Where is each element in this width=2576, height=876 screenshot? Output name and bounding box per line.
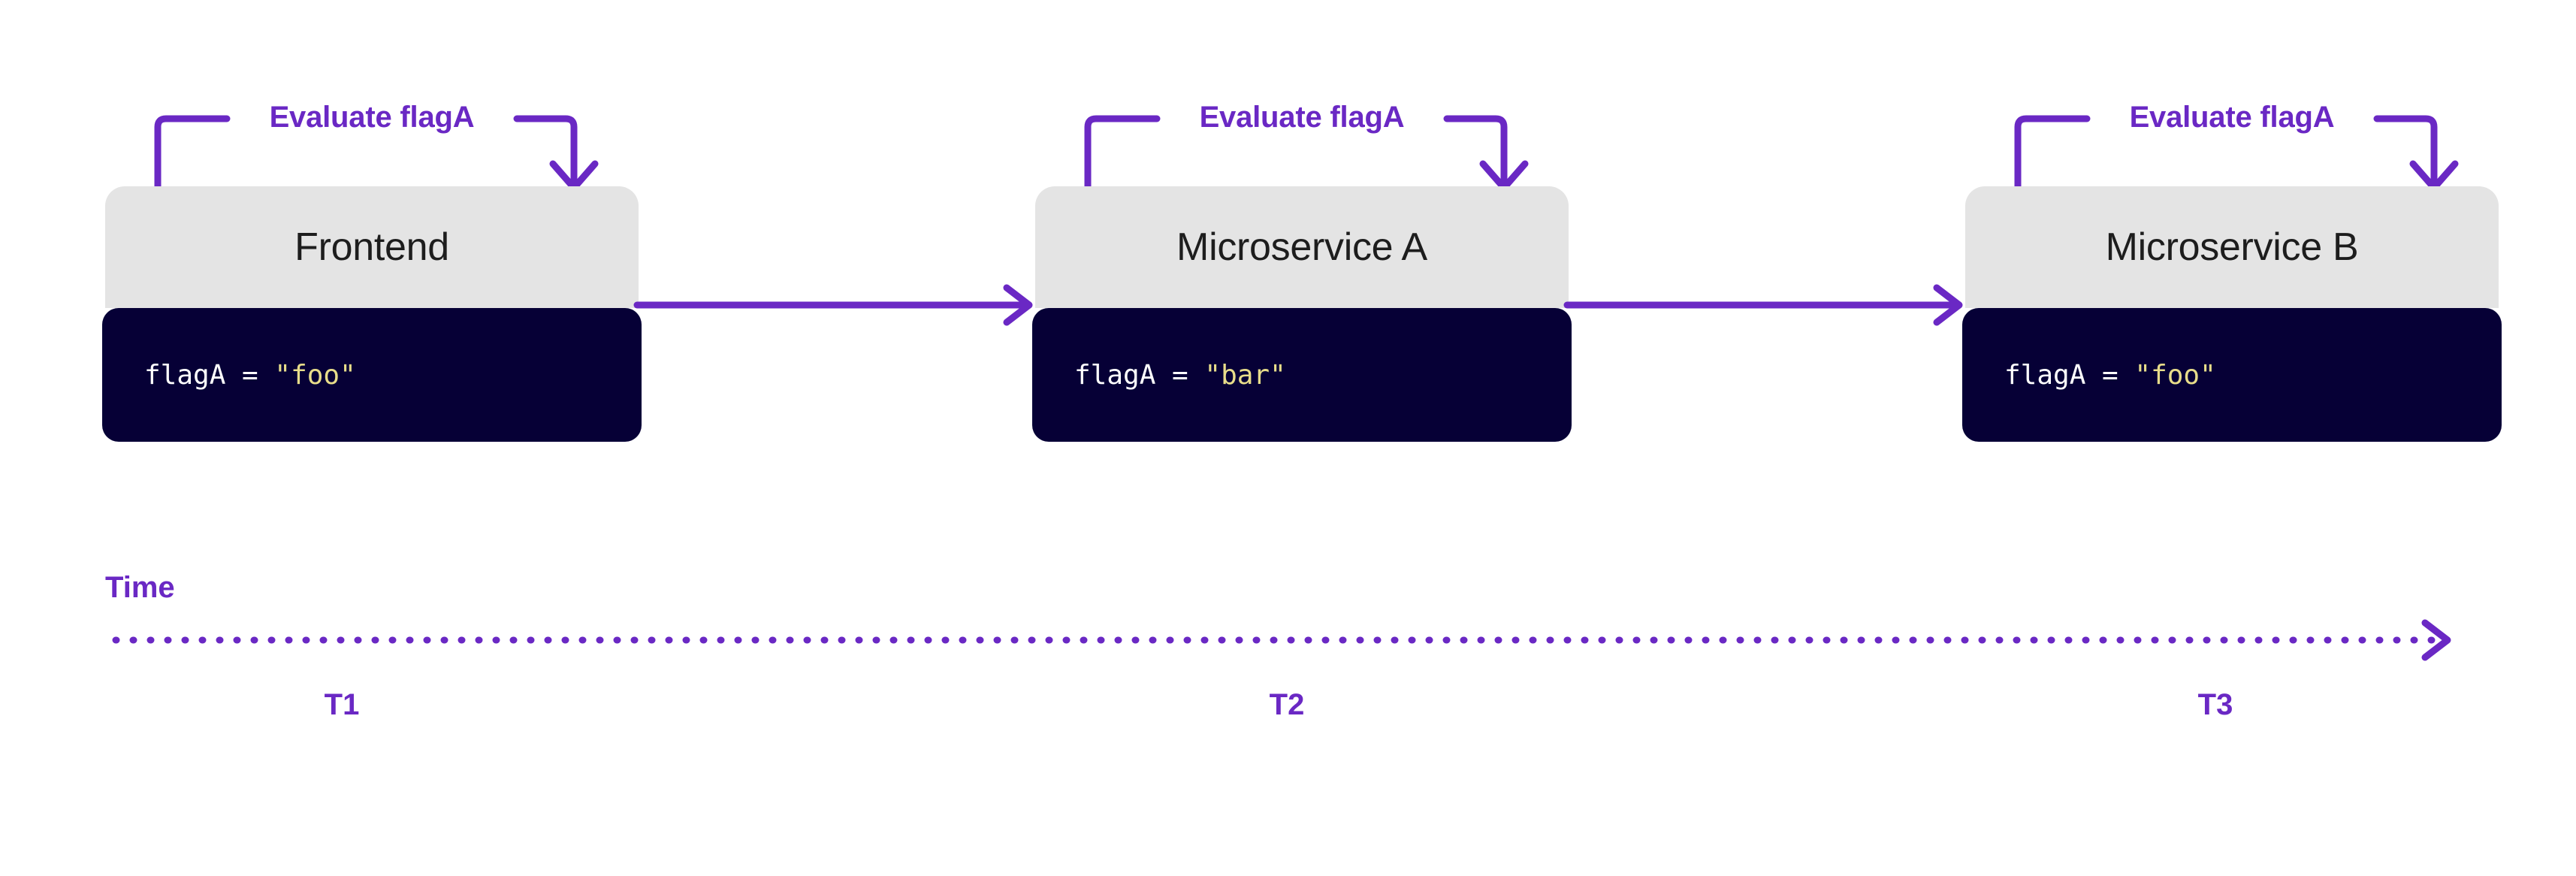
node-title-frontend: Frontend bbox=[294, 225, 449, 269]
code-value-microservice-a: "bar" bbox=[1204, 359, 1286, 391]
flow-arrow-frontend-to-microservice-a bbox=[633, 284, 1035, 329]
code-value-microservice-b: "foo" bbox=[2134, 359, 2216, 391]
loop-arrow-microservice-a: Evaluate flagA bbox=[1035, 98, 1569, 193]
timeline-tick-t1: T1 bbox=[324, 688, 360, 721]
node-header-microservice-a: Microservice A bbox=[1035, 186, 1569, 308]
loop-label-microservice-a: Evaluate flagA bbox=[1199, 101, 1405, 134]
node-code-frontend: flagA = "foo" bbox=[102, 308, 642, 442]
loop-label-microservice-b: Evaluate flagA bbox=[2129, 101, 2335, 134]
node-microservice-a[interactable]: Microservice A flagA = "bar" bbox=[1032, 186, 1572, 442]
node-title-microservice-b: Microservice B bbox=[2105, 225, 2359, 269]
node-title-microservice-a: Microservice A bbox=[1176, 225, 1427, 269]
node-header-frontend: Frontend bbox=[105, 186, 639, 308]
node-frontend[interactable]: Frontend flagA = "foo" bbox=[102, 186, 642, 442]
arrow-right-icon bbox=[1563, 284, 1963, 326]
code-line-frontend: flagA = "foo" bbox=[144, 360, 356, 391]
timeline-tick-t2: T2 bbox=[1269, 688, 1305, 721]
timeline-axis bbox=[112, 619, 2472, 682]
timeline-tick-t3: T3 bbox=[2197, 688, 2233, 721]
code-line-microservice-b: flagA = "foo" bbox=[2004, 360, 2216, 391]
flow-arrow-microservice-a-to-microservice-b bbox=[1563, 284, 1965, 329]
timeline-label: Time bbox=[105, 571, 175, 604]
node-code-microservice-a: flagA = "bar" bbox=[1032, 308, 1572, 442]
node-microservice-b[interactable]: Microservice B flagA = "foo" bbox=[1962, 186, 2502, 442]
code-value-frontend: "foo" bbox=[274, 359, 356, 391]
loop-arrow-frontend: Evaluate flagA bbox=[105, 98, 639, 193]
code-line-microservice-a: flagA = "bar" bbox=[1074, 360, 1286, 391]
timeline-dotted-arrow-icon bbox=[112, 619, 2451, 661]
node-header-microservice-b: Microservice B bbox=[1965, 186, 2499, 308]
arrow-right-icon bbox=[633, 284, 1033, 326]
code-lhs-frontend: flagA = bbox=[144, 359, 275, 391]
code-lhs-microservice-a: flagA = bbox=[1074, 359, 1205, 391]
loop-label-frontend: Evaluate flagA bbox=[269, 101, 475, 134]
node-code-microservice-b: flagA = "foo" bbox=[1962, 308, 2502, 442]
loop-arrow-microservice-b: Evaluate flagA bbox=[1965, 98, 2499, 193]
code-lhs-microservice-b: flagA = bbox=[2004, 359, 2135, 391]
